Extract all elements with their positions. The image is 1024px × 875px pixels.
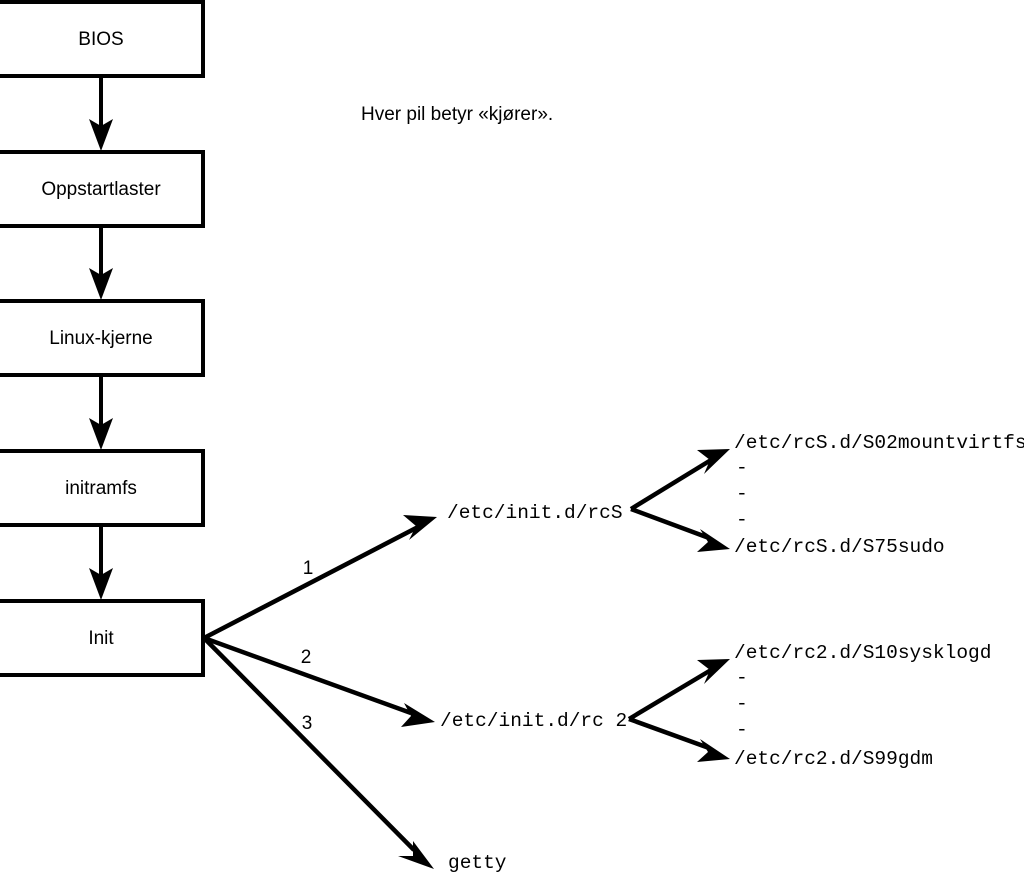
node-initramfs-rect (0, 449, 205, 527)
arrow-oppstartlaster-to-kjerne (89, 226, 113, 300)
diagram-caption: Hver pil betyr «kjører». (361, 104, 553, 125)
arrow-head-icon (697, 739, 730, 762)
rc2-fan-arrow-top (627, 659, 730, 721)
node-init[interactable]: Init (0, 599, 205, 677)
rcs-ellipsis-dash-2: - (736, 483, 748, 505)
arrow-head-icon (697, 449, 730, 474)
rc2-ellipsis-dash-3: - (736, 719, 748, 741)
arrow-initramfs-to-init (89, 525, 113, 600)
arrow-head-icon (89, 268, 113, 300)
arrow-head-icon (89, 418, 113, 450)
node-bios-rect (0, 0, 205, 78)
label-rc2-first-script[interactable]: /etc/rc2.d/S10sysklogd (734, 642, 991, 664)
branch-arrow-2 (203, 635, 435, 727)
node-oppstartlaster-rect (0, 150, 205, 228)
rcs-ellipsis-dash-1: - (736, 457, 748, 479)
arrow-head-icon (398, 841, 434, 869)
node-initramfs-label: initramfs (65, 478, 137, 499)
arrow-head-icon (401, 703, 435, 727)
rcs-ellipsis-dash-3: - (736, 509, 748, 531)
branch-number-3: 3 (302, 713, 313, 734)
rc2-fan-arrow-bottom (628, 716, 730, 762)
arrow-head-icon (697, 529, 730, 552)
label-getty[interactable]: getty (448, 852, 507, 874)
label-rc2-last-script[interactable]: /etc/rc2.d/S99gdm (734, 748, 933, 770)
rc2-ellipsis-dash-2: - (736, 693, 748, 715)
node-bios[interactable]: BIOS (0, 0, 205, 78)
arrow-head-icon (403, 515, 437, 540)
node-linux-kjerne-rect (0, 299, 205, 377)
label-init-d-rcs[interactable]: /etc/init.d/rcS (447, 502, 623, 524)
arrow-head-icon (89, 568, 113, 600)
node-init-rect (0, 599, 205, 677)
branch-number-1: 1 (303, 558, 314, 579)
node-initramfs[interactable]: initramfs (0, 449, 205, 527)
label-init-d-rc2[interactable]: /etc/init.d/rc 2 (440, 710, 627, 732)
label-rcs-last-script[interactable]: /etc/rcS.d/S75sudo (734, 536, 945, 558)
branch-number-2: 2 (301, 647, 312, 668)
arrow-head-icon (697, 659, 730, 684)
rc2-ellipsis-dash-1: - (736, 667, 748, 689)
arrow-head-icon (89, 119, 113, 151)
arrow-bios-to-oppstartlaster (89, 76, 113, 151)
node-oppstartlaster[interactable]: Oppstartlaster (0, 150, 205, 228)
node-oppstartlaster-label: Oppstartlaster (41, 179, 161, 200)
node-bios-label: BIOS (78, 29, 123, 50)
rcs-fan-arrow-bottom (630, 506, 730, 552)
rcs-fan-arrow-top (629, 449, 730, 511)
arrow-kjerne-to-initramfs (89, 375, 113, 450)
label-rcs-first-script[interactable]: /etc/rcS.d/S02mountvirtfs (734, 432, 1024, 454)
branch-arrow-3 (202, 636, 434, 869)
branch-arrow-1 (202, 515, 437, 640)
node-linux-kjerne-label: Linux-kjerne (49, 328, 153, 349)
node-init-label: Init (88, 628, 114, 649)
node-linux-kjerne[interactable]: Linux-kjerne (0, 299, 205, 377)
